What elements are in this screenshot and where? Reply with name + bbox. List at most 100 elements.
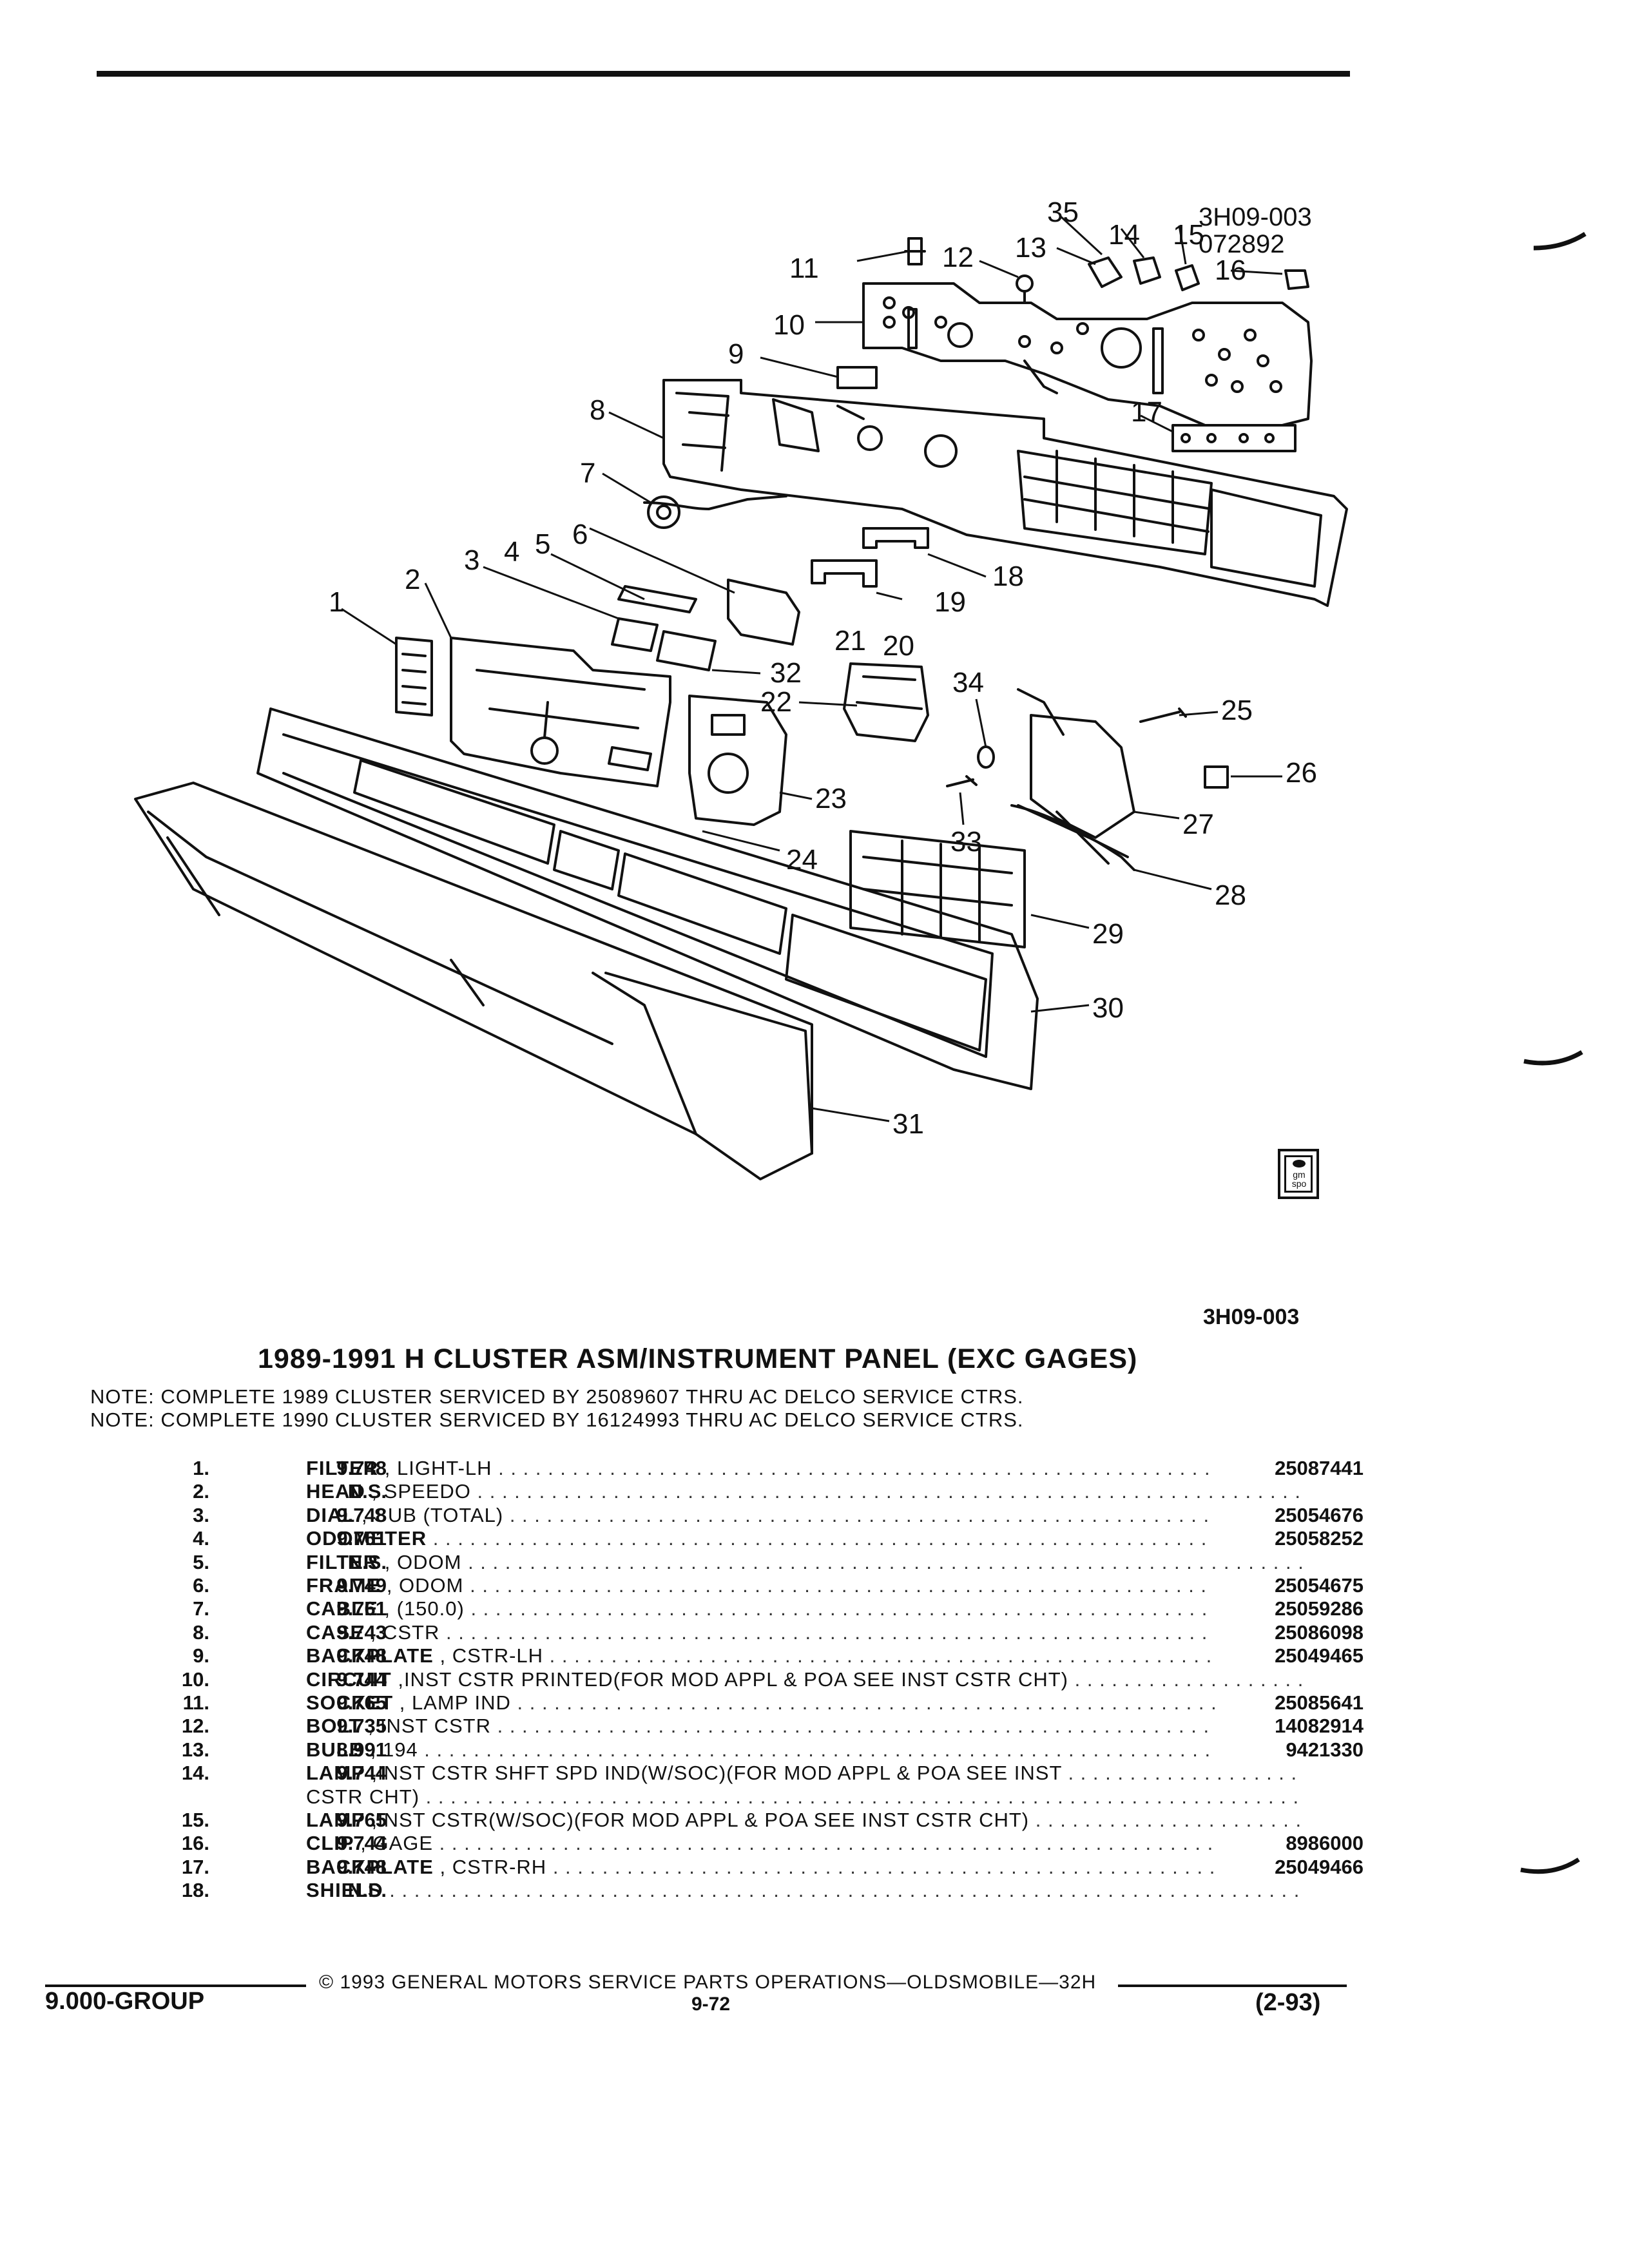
margin-mark (1520, 1858, 1580, 1874)
part-name: CASE (306, 1620, 365, 1644)
leader-dots: . . . . . . . . . . . . . . . . . . . . … (1068, 1762, 1302, 1785)
group-number: 9.765 (336, 1691, 387, 1714)
item-number: 8. (193, 1620, 209, 1644)
speedo-head-part (450, 637, 671, 787)
item-number: 17. (181, 1855, 209, 1878)
note-1990: NOTE: COMPLETE 1990 CLUSTER SERVICED BY … (90, 1408, 1024, 1431)
part-name: CIRCUIT (306, 1667, 392, 1691)
item-number: 16. (181, 1832, 209, 1855)
group-number: N.S. (347, 1550, 387, 1573)
bolt-part (1016, 274, 1034, 293)
part-name: BULB (306, 1738, 365, 1761)
leader-dots: . . . . . . . . . . . . . . . . . . . . … (498, 1457, 1302, 1479)
leader-dots: . . . . . . . . . . . . . . . . . . . . … (445, 1620, 1302, 1644)
part-description: CIRCUIT ,INST CSTR PRINTED(FOR MOD APPL … (306, 1667, 1302, 1691)
page-title: 1989-1991 H CLUSTER ASM/INSTRUMENT PANEL… (258, 1343, 1138, 1374)
part-name: BACKPLATE (306, 1855, 434, 1878)
part-description: LAMP ,INST CSTR SHFT SPD IND(W/SOC)(FOR … (306, 1761, 1302, 1785)
leader-dots: . . . . . . . . . . . . . . . . . . . . … (477, 1480, 1302, 1503)
callout-18: 18 (992, 561, 1024, 592)
footer-page-number: 9-72 (691, 1994, 731, 2015)
margin-mark (1523, 1050, 1583, 1066)
callout-32: 32 (770, 657, 802, 689)
part-number: 25085641 (1215, 1691, 1364, 1715)
part-number: 25087441 (1215, 1456, 1364, 1480)
part-detail: , CSTR-RH (433, 1855, 547, 1878)
gm-spo-logo-text: gm spo (1291, 1169, 1307, 1189)
part-description: ODOMETER . . . . . . . . . . . . . . . .… (306, 1526, 1302, 1550)
bulb-part (1088, 256, 1123, 288)
leader-dots: . . . . . . . . . . . . . . . . . . . . … (470, 1597, 1302, 1620)
part-name: ODOMETER (306, 1527, 427, 1550)
exploded-parts-diagram (134, 215, 1348, 1180)
backplate-lh-part (836, 366, 878, 389)
note-1989: NOTE: COMPLETE 1989 CLUSTER SERVICED BY … (90, 1385, 1024, 1408)
callout-14: 14 (1108, 219, 1140, 251)
cable-part (643, 495, 787, 510)
callout-15: 15 (1173, 219, 1204, 251)
callout-6: 6 (572, 519, 588, 550)
callout-13: 13 (1015, 232, 1046, 264)
part-name: BOLT (306, 1715, 362, 1738)
group-number: 9.748 (336, 1457, 387, 1479)
item-number: 6. (193, 1574, 209, 1597)
callout-20: 20 (883, 630, 914, 662)
leader-dots: . . . . . . . . . . . . . . . . . . . . … (497, 1715, 1302, 1738)
callout-28: 28 (1215, 879, 1246, 911)
footer-rule-right (1118, 1984, 1347, 1987)
group-number: 9.761 (336, 1597, 387, 1620)
item-number: 7. (193, 1597, 209, 1620)
item-number: 13. (181, 1738, 209, 1761)
part-description: BULB , 194 . . . . . . . . . . . . . . .… (306, 1738, 1302, 1762)
callout-19: 19 (934, 586, 966, 618)
callout-9: 9 (728, 338, 744, 370)
callout-33: 33 (950, 826, 982, 858)
footer-group: 9.000-GROUP (45, 1988, 205, 2015)
part-detail: ,INST CSTR PRINTED(FOR MOD APPL & POA SE… (391, 1667, 1069, 1691)
leader-dots: . . . . . . . . . . . . . . . . . . . . … (468, 1550, 1302, 1573)
filter-lh-part (395, 637, 433, 716)
group-number: 9.744 (336, 1667, 387, 1691)
part-description: CSTR CHT) . . . . . . . . . . . . . . . … (306, 1785, 1302, 1809)
leader-dots: . . . . . . . . . . . . . . . . . . . . … (552, 1855, 1302, 1878)
part-number: 25054675 (1215, 1573, 1364, 1597)
leader-dots: . . . . . . . . . . . . . . . . . . . . … (549, 1644, 1302, 1667)
leader-dots: . . . . . . . . . . . . . . . . . . . . … (509, 1503, 1302, 1526)
footer-rule-left (45, 1984, 306, 1987)
callout-12: 12 (942, 242, 974, 273)
part-detail: , INST CSTR (361, 1715, 491, 1738)
part-number: 14082914 (1215, 1714, 1364, 1738)
cluster-case-part (662, 379, 1348, 607)
part-name: SOCKET (306, 1691, 394, 1714)
clip-part (1284, 269, 1309, 290)
odometer-part (611, 617, 717, 671)
part-description: FILTER , ODOM . . . . . . . . . . . . . … (306, 1550, 1302, 1574)
group-number: 9.765 (336, 1809, 387, 1831)
item-number: 18. (181, 1879, 209, 1902)
group-number: 9.743 (336, 1620, 387, 1644)
part-detail: , GAGE (354, 1832, 434, 1855)
callout-24: 24 (786, 844, 818, 876)
callout-1: 1 (329, 586, 345, 618)
printed-circuit-part (862, 282, 1313, 427)
leader-dots: . . . . . . . . . . . . . . . . . . . . … (1035, 1809, 1302, 1831)
part-description: BOLT , INST CSTR . . . . . . . . . . . .… (306, 1714, 1302, 1738)
part-name: DIAL (306, 1503, 356, 1526)
callout-22: 22 (760, 686, 792, 718)
item-number: 9. (193, 1644, 209, 1667)
part-name: BACKPLATE (306, 1644, 434, 1667)
group-number: 9.748 (336, 1855, 387, 1878)
item-number: 15. (181, 1809, 209, 1831)
callout-26: 26 (1286, 757, 1317, 789)
leader-dots: . . . . . . . . . . . . . . . . . . . . … (389, 1879, 1302, 1902)
leader-dots: . . . . . . . . . . . . . . . . . . . . … (1074, 1667, 1302, 1691)
part-detail: , (150.0) (378, 1597, 465, 1620)
callout-11: 11 (789, 253, 819, 284)
gage-part (688, 695, 787, 826)
leader-dots: . . . . . . . . . . . . . . . . . . . . … (425, 1785, 1302, 1808)
part-number: 9421330 (1215, 1737, 1364, 1762)
part-name: SHIELD (306, 1879, 383, 1902)
item-number: 4. (193, 1527, 209, 1550)
figure-code: 3H09-003 (1203, 1305, 1300, 1329)
part-name: FILTER (306, 1457, 379, 1479)
